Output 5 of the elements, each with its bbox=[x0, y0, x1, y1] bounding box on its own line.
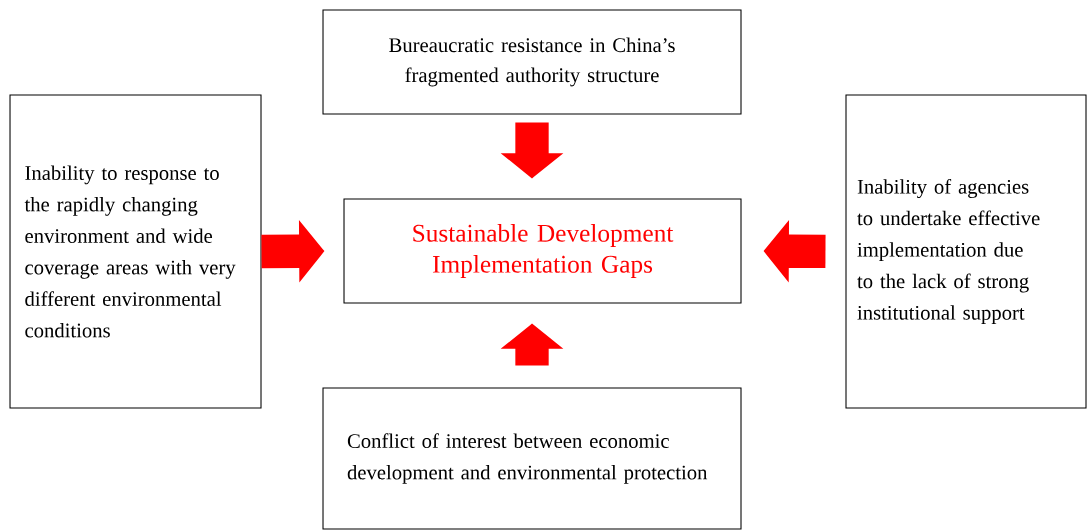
central-box: Sustainable Development Implementation Gaps bbox=[343, 198, 742, 304]
text-box: Bureaucratic resistance in China’s fragmented authority structure bbox=[322, 9, 742, 115]
text-box: Inability of agencies to undertake effective implementation due to the lack of strong institutional support bbox=[845, 94, 1087, 409]
text-box: Conflict of interest between economic development and environmental protection bbox=[322, 387, 742, 530]
text-box: Inability to response to the rapidly changing environment and wide coverage areas with very different environmental conditions bbox=[9, 94, 262, 409]
